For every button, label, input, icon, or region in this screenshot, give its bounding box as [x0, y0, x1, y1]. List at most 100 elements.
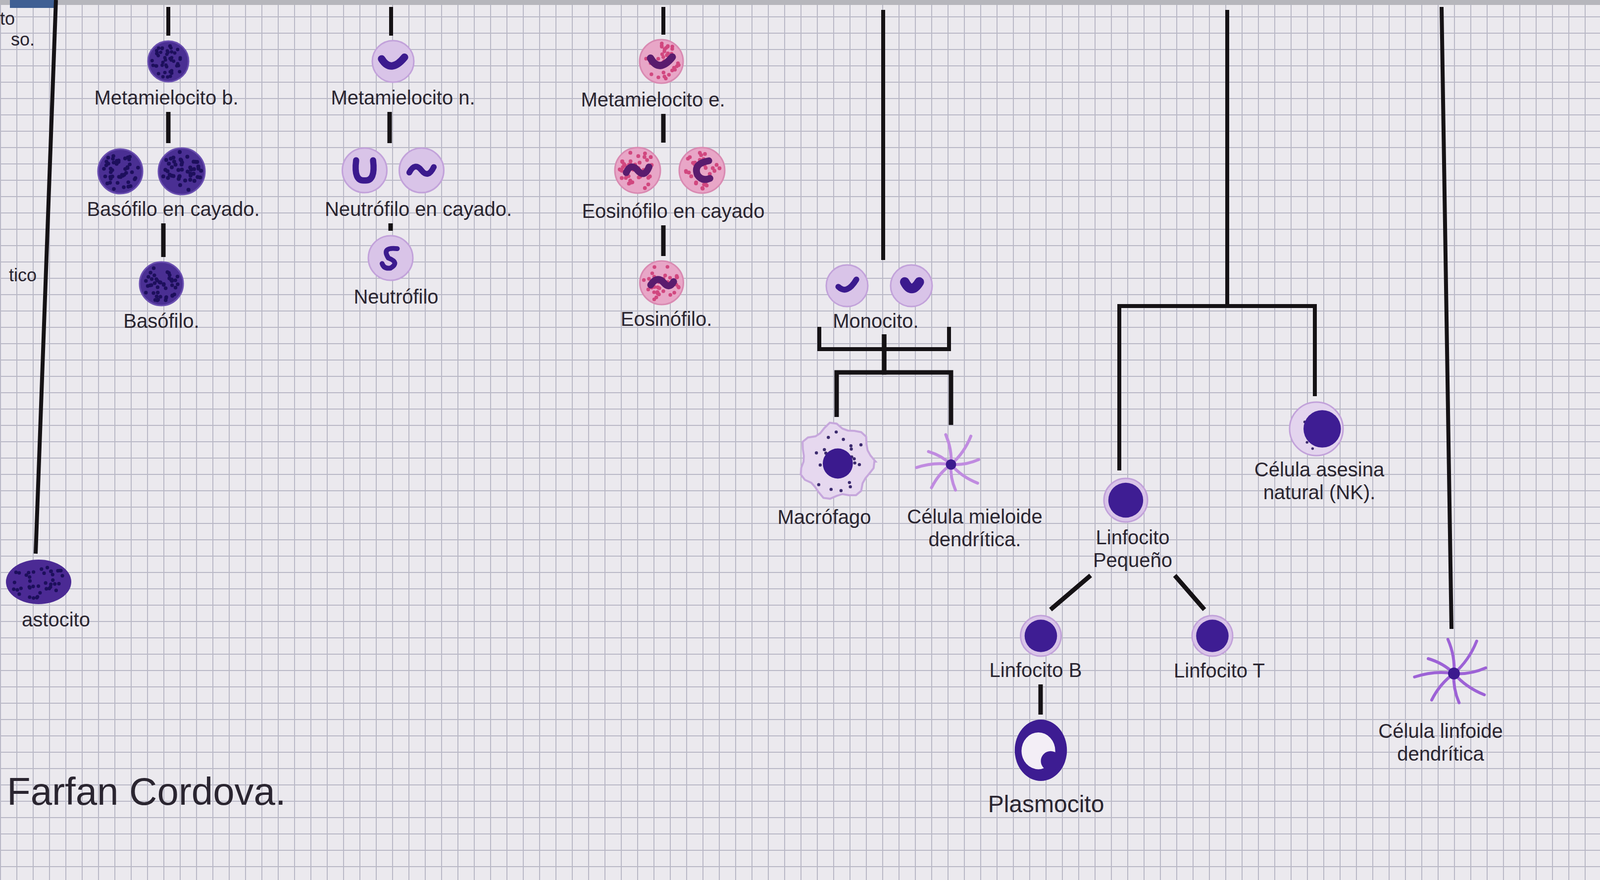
granule [155, 285, 160, 289]
granule [160, 63, 164, 67]
granule [688, 154, 693, 159]
margin-note: to [0, 8, 15, 29]
cell-label: Basófilo en cayado. [86, 197, 260, 221]
granule [49, 569, 53, 573]
granule [672, 290, 676, 295]
granule [50, 572, 55, 577]
granule [852, 456, 856, 460]
cell-body [5, 559, 72, 604]
granule [161, 174, 166, 179]
nucleus [1040, 750, 1061, 771]
granule [31, 596, 36, 600]
granule [841, 437, 845, 441]
granule [691, 160, 696, 165]
branch-line [1312, 303, 1317, 397]
cell-illustration [984, 717, 1109, 783]
cell-body [1103, 478, 1148, 522]
cell-drawing [158, 148, 205, 195]
granule [848, 485, 852, 489]
cell-body [399, 148, 444, 193]
granule [144, 290, 148, 295]
lineage-connector [661, 225, 666, 256]
granule [150, 277, 154, 281]
granule [654, 295, 658, 300]
cell-label: Basófilo. [123, 309, 200, 333]
granule [27, 575, 32, 579]
granule [717, 166, 722, 171]
granule [171, 155, 176, 160]
granule [125, 165, 130, 170]
granule [169, 279, 174, 283]
nucleus [650, 56, 673, 66]
granule [620, 159, 625, 164]
cell-node: Eosinófilo en cayado [577, 145, 769, 223]
granule [163, 286, 168, 290]
cell-illustration [1071, 476, 1194, 524]
granule [173, 162, 178, 167]
granule [648, 174, 652, 179]
granule [110, 156, 115, 161]
granule [687, 170, 692, 175]
cell-body [826, 264, 868, 307]
granule [178, 183, 183, 188]
cell-body [342, 148, 387, 193]
granule [617, 167, 622, 172]
cell-drawing [916, 434, 979, 491]
granule [155, 298, 159, 302]
cell-drawing [342, 148, 387, 193]
granule [28, 585, 32, 590]
nucleus [1303, 409, 1342, 448]
cell-node: Macrófago [766, 419, 883, 529]
granule [186, 187, 191, 192]
cell-body [639, 39, 684, 84]
cell-label: Linfocito T [1173, 658, 1265, 682]
cell-drawing [1192, 615, 1233, 656]
cell-illustration [0, 557, 112, 606]
granule [646, 182, 651, 187]
cell-node: Plasmocito [984, 717, 1109, 818]
cell-drawing [826, 264, 868, 307]
stem-line [881, 9, 886, 260]
granule [171, 59, 176, 63]
granule [165, 75, 170, 79]
granule [110, 174, 115, 179]
granule [676, 63, 681, 67]
lineage-connector [836, 334, 885, 417]
granule [179, 167, 184, 172]
granule [656, 75, 660, 79]
nucleus [1448, 667, 1460, 680]
granule [156, 71, 161, 76]
cell-illustration [985, 613, 1087, 658]
granule [150, 58, 154, 63]
granule [172, 292, 176, 297]
granule [177, 150, 182, 154]
cell-drawing [5, 559, 72, 604]
granule [714, 162, 719, 167]
granule [649, 154, 653, 159]
granule [829, 487, 833, 491]
nucleus [1196, 619, 1229, 652]
granule [15, 588, 19, 592]
granule [196, 164, 201, 169]
granule [852, 461, 856, 465]
cell-drawing [614, 147, 661, 194]
stem-line [389, 6, 394, 36]
granule [698, 150, 702, 155]
cell-drawing [368, 235, 413, 281]
cell-illustration [1233, 400, 1405, 458]
cell-body [368, 235, 413, 281]
cell-illustration [349, 233, 443, 283]
granule [14, 570, 18, 574]
granule [11, 587, 16, 591]
granule [156, 53, 160, 58]
granule [700, 186, 705, 191]
granule [49, 569, 53, 573]
cell-node: Linfocito T [1169, 613, 1269, 682]
granule [50, 578, 55, 582]
cell-illustration [576, 37, 730, 86]
lineage-connector [161, 223, 166, 257]
granule [44, 581, 48, 585]
nucleus [650, 279, 674, 286]
granule [672, 65, 676, 70]
